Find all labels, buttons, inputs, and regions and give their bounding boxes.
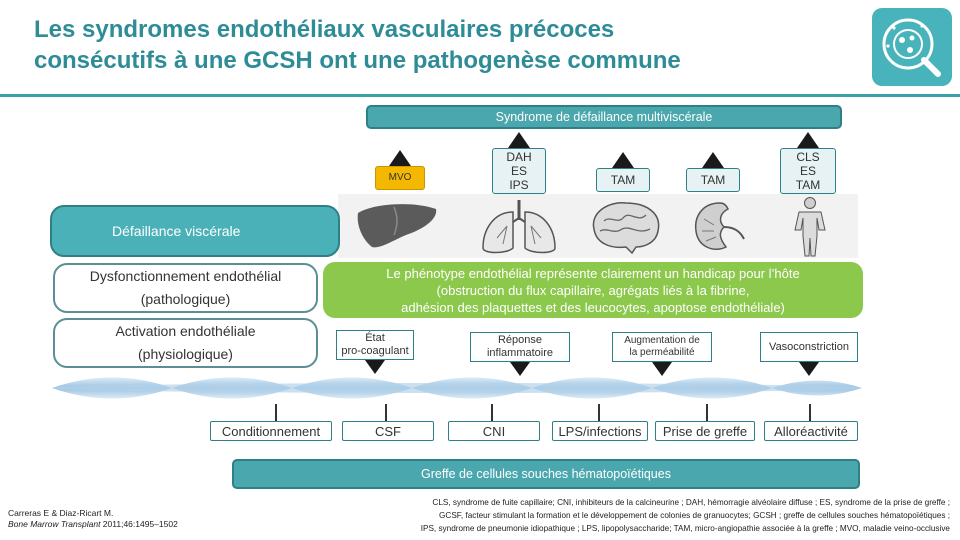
microscope-magnifier-icon [872,8,952,86]
arrow-up-icon [389,150,411,166]
abbreviations: CLS, syndrome de fuite capillaire; CNI, … [296,496,950,535]
cause-csf: CSF [342,421,434,441]
endothelial-phenotype-banner: Le phénotype endothélial représente clai… [323,262,863,318]
box-line: Vasoconstriction [769,341,849,354]
reference-citation: Bone Marrow Transplant 2011;46:1495–1502 [8,519,298,530]
label-line: ES [511,164,527,178]
visceral-failure-box: Défaillance viscérale [50,205,340,257]
stem-line [809,404,811,422]
reference: Carreras E & Diaz-Ricart M. Bone Marrow … [8,508,298,530]
title-line-2: consécutifs à une GCSH ont une pathogenè… [34,45,834,76]
activation-sublabel: (physiologique) [138,343,233,366]
procoagulant-box: État pro-coagulant [336,330,414,360]
organ-label-lungs: DAH ES IPS [492,132,546,194]
stem-line [706,404,708,422]
reference-authors: Carreras E & Diaz-Ricart M. [8,508,298,519]
reference-details: 2011;46:1495–1502 [100,519,177,529]
stem-line [598,404,600,422]
permeability-node: Augmentation de la perméabilité [612,332,712,376]
organ-label-body: CLS ES TAM [780,132,836,194]
label-tam-brain: TAM [596,168,650,192]
reference-journal: Bone Marrow Transplant [8,519,100,529]
arrow-up-icon [797,132,819,148]
box-line: pro-coagulant [341,345,408,358]
cause-lps-infections: LPS/infections [552,421,648,441]
inflammatory-box: Réponse inflammatoire [470,332,570,362]
label-line: IPS [509,178,528,192]
label-mvo: MVO [375,166,425,190]
label-line: TAM [796,178,820,192]
box-line: Augmentation de [624,335,700,347]
label-body: CLS ES TAM [780,148,836,194]
endothelial-dysfunction-box: Dysfonctionnement endothélial (pathologi… [53,263,318,313]
box-line: Réponse [498,334,542,347]
cause-engraftment: Prise de greffe [655,421,755,441]
abbreviations-line-1: CLS, syndrome de fuite capillaire; CNI, … [296,496,950,509]
banner-line-3: adhésion des plaquettes et des leucocyte… [386,299,799,316]
logo [872,8,952,86]
abbreviations-line-2: GCSF, facteur stimulant la formation et … [296,509,950,522]
permeability-box: Augmentation de la perméabilité [612,332,712,362]
dysfunction-label: Dysfonctionnement endothélial [90,265,281,288]
arrow-up-icon [612,152,634,168]
cause-alloreactivity: Alloréactivité [764,421,858,441]
liver-icon [352,196,442,258]
vasoconstriction-box: Vasoconstriction [760,332,858,362]
body-icon [770,196,850,258]
multivisceral-failure-bar: Syndrome de défaillance multiviscérale [366,105,842,129]
label-line: DAH [506,150,531,164]
organ-label-brain: TAM [596,152,650,192]
activation-label: Activation endothéliale [115,320,255,343]
stem-line [385,404,387,422]
label-lungs: DAH ES IPS [492,148,546,194]
cause-conditioning: Conditionnement [210,421,332,441]
label-line: ES [800,164,816,178]
lungs-icon [474,196,564,258]
vasoconstriction-node: Vasoconstriction [760,332,858,376]
brain-icon [580,196,670,258]
visceral-failure-label: Défaillance viscérale [112,220,240,243]
box-line: inflammatoire [487,347,553,360]
organ-label-kidney: TAM [686,152,740,192]
box-line: État [365,332,385,345]
procoagulant-node: État pro-coagulant [336,330,414,374]
box-line: la perméabilité [629,347,694,359]
hsct-bar: Greffe de cellules souches hématopoïétiq… [232,459,860,489]
title-line-1: Les syndromes endothéliaux vasculaires p… [34,14,834,45]
arrow-up-icon [508,132,530,148]
label-line: CLS [796,150,819,164]
inflammatory-node: Réponse inflammatoire [470,332,570,376]
page-title: Les syndromes endothéliaux vasculaires p… [34,14,834,76]
label-tam-kidney: TAM [686,168,740,192]
blood-vessel-illustration [52,372,862,404]
banner-line-1: Le phénotype endothélial représente clai… [386,265,799,282]
stem-line [275,404,277,422]
organ-label-liver: MVO [375,150,425,190]
endothelial-activation-box: Activation endothéliale (physiologique) [53,318,318,368]
cause-cni: CNI [448,421,540,441]
arrow-up-icon [702,152,724,168]
title-divider [0,94,960,97]
kidney-icon [680,196,760,258]
stem-line [491,404,493,422]
dysfunction-sublabel: (pathologique) [141,288,231,311]
abbreviations-line-3: IPS, syndrome de pneumonie idiopathique … [296,522,950,535]
banner-line-2: (obstruction du flux capillaire, agrégat… [386,282,799,299]
